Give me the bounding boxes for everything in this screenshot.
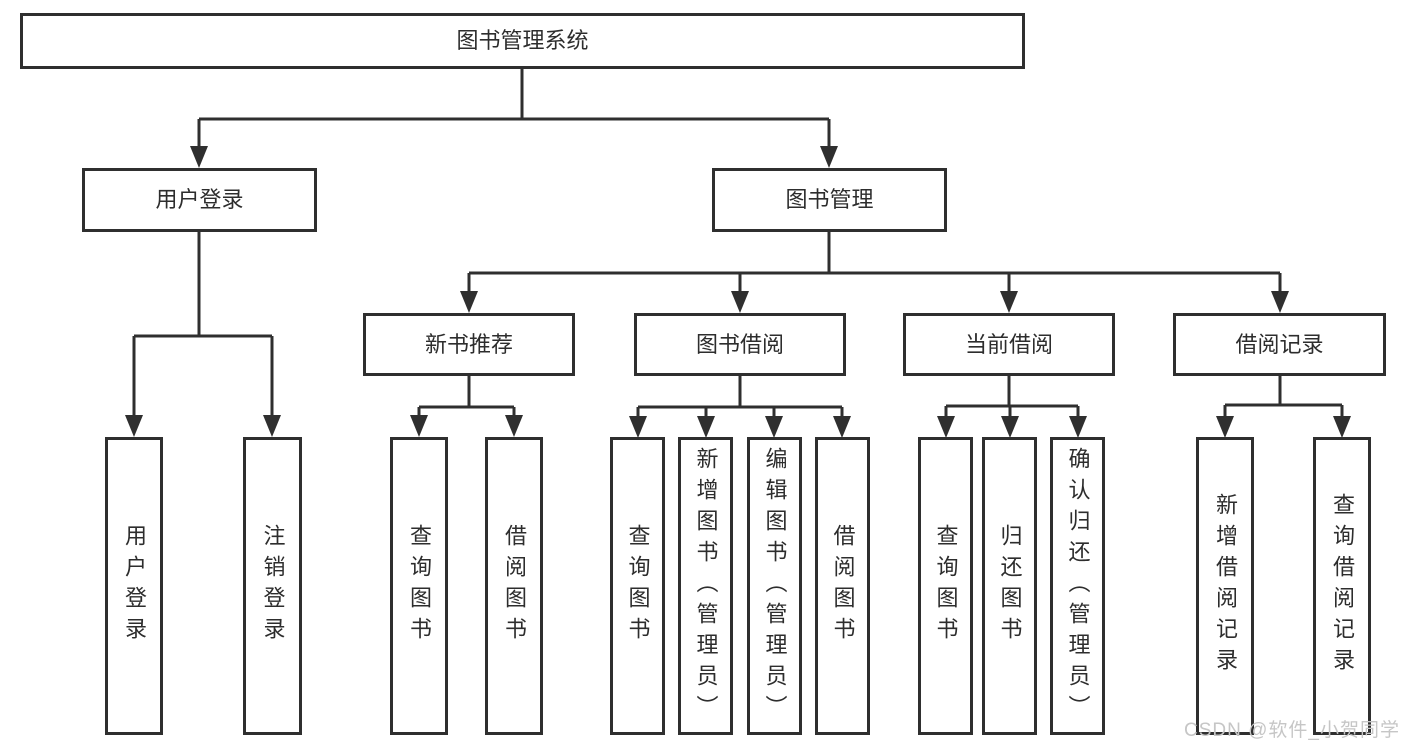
leaf-confirm-return-admin: 确认归还（管理员） xyxy=(1050,437,1105,735)
node-book-management: 图书管理 xyxy=(712,168,947,232)
leaf-borrow-books-recommend: 借阅图书 xyxy=(485,437,543,735)
node-user-login: 用户登录 xyxy=(82,168,317,232)
node-library-system: 图书管理系统 xyxy=(20,13,1025,69)
leaf-add-books-admin: 新增图书（管理员） xyxy=(678,437,733,735)
leaf-borrow-books: 借阅图书 xyxy=(815,437,870,735)
node-current-borrowing: 当前借阅 xyxy=(903,313,1115,376)
leaf-add-borrow-record: 新增借阅记录 xyxy=(1196,437,1254,735)
leaf-query-books-current: 查询图书 xyxy=(918,437,973,735)
leaf-return-books: 归还图书 xyxy=(982,437,1037,735)
leaf-query-borrow-record: 查询借阅记录 xyxy=(1313,437,1371,735)
watermark: CSDN @软件_小贺同学 xyxy=(1184,720,1400,741)
node-new-book-recommendation: 新书推荐 xyxy=(363,313,575,376)
leaf-edit-books-admin: 编辑图书（管理员） xyxy=(747,437,802,735)
leaf-logout: 注销登录 xyxy=(243,437,302,735)
leaf-query-books-recommend: 查询图书 xyxy=(390,437,448,735)
leaf-user-login: 用户登录 xyxy=(105,437,163,735)
node-book-borrowing: 图书借阅 xyxy=(634,313,846,376)
leaf-query-books-borrowing: 查询图书 xyxy=(610,437,665,735)
node-borrowing-records: 借阅记录 xyxy=(1173,313,1386,376)
